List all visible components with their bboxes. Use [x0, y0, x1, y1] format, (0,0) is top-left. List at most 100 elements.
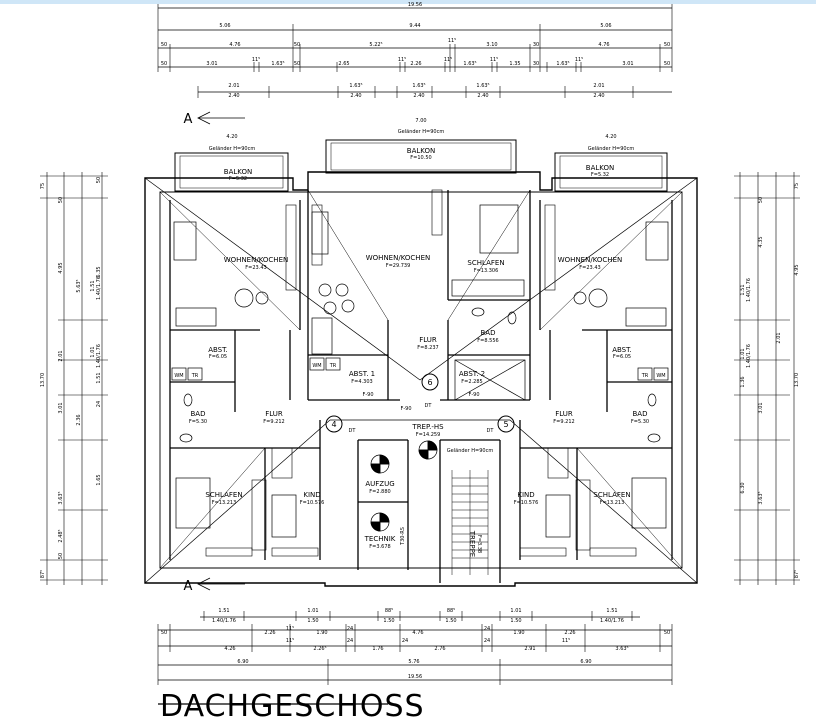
dim-bot-r1-9: 1.50 — [510, 618, 521, 624]
dim-bot-r3-4: 1.76 — [372, 646, 383, 652]
dim-bot-r2-8: 2.26 — [564, 630, 575, 636]
area-flur-mid: F=8.237 — [417, 345, 438, 351]
dim-top-r2-8: 50 — [664, 42, 670, 48]
dim-left-inner-6: 1.51 — [96, 372, 102, 383]
dim-top-r3-2: 11⁵ — [252, 57, 260, 63]
room-wohnen-right: WOHNEN/KOCHEN — [558, 256, 622, 264]
railing-balkon-left: Geländer H=90cm — [209, 146, 256, 152]
dim-top-r3-4: 50 — [294, 61, 300, 67]
dim-top-r2-0: 50 — [161, 42, 167, 48]
dim-right-inner-4: 2.01 — [776, 332, 782, 343]
dim-top-r2-7: 4.76 — [598, 42, 609, 48]
room-wohnen-left: WOHNEN/KOCHEN — [224, 256, 288, 264]
area-kind-right: F=10.576 — [514, 500, 539, 506]
dim-top-r3-6: 11⁵ — [398, 57, 406, 63]
dim-bot-r2-5: 4.76 — [412, 630, 423, 636]
dim-left-inner-9: 1.65 — [96, 474, 102, 485]
dim-right-inner-3: 1.40/1.76 — [746, 278, 752, 302]
room-aufzug: AUFZUG — [365, 480, 394, 488]
dim-bot-r1-7: 1.50 — [445, 618, 456, 624]
dim-bot-r4-0: 6.90 — [237, 659, 248, 665]
room-flur-right: FLUR — [555, 410, 573, 418]
dim-left-outer-3: 50 — [58, 553, 64, 559]
dim-left-outer-2: 13.70 — [40, 373, 46, 387]
dim-top-r3-12: 30 — [533, 61, 539, 67]
dim-top-r3-13: 1.63⁵ — [556, 61, 569, 67]
dim-top-r3-14: 11⁵ — [575, 57, 583, 63]
dim-bot-r3-5: 24 — [402, 638, 408, 644]
dim-right-outer-2: 13.70 — [794, 373, 800, 387]
area-abst2: F=2.285 — [461, 379, 482, 385]
dim-left-inner-8: 2.36 — [76, 414, 82, 425]
dim-bot-r2-6: 24 — [484, 626, 490, 632]
railing-balkon-right: Geländer H=90cm — [588, 146, 635, 152]
dim-bot-r3-10: 3.63⁵ — [615, 646, 628, 652]
room-balkon-right: BALKON — [586, 164, 614, 172]
area-abst-right: F=6.05 — [613, 354, 631, 360]
dim-left-inner-7: 24 — [96, 401, 102, 407]
dim-left-inner-3: 1.40/1.76 — [96, 276, 102, 300]
bottom-dimension-lines — [157, 611, 673, 685]
room-balkon-left: BALKON — [224, 168, 252, 176]
dim-bot-r2-4: 24 — [347, 626, 353, 632]
fixture-dt-left: DT — [349, 428, 357, 434]
room-bad-left: BAD — [191, 410, 206, 418]
dim-left-mid-0: 50 — [58, 197, 64, 203]
fixture-f90-1: F-90 — [362, 392, 373, 398]
area-balkon-right: F=5.32 — [591, 172, 609, 178]
fixture-t30: T30-RS — [400, 527, 406, 546]
interior-walls — [169, 190, 673, 583]
dim-bot-r1-5: 1.50 — [383, 618, 394, 624]
dim-left-mid-4: 3.63⁵ — [58, 491, 64, 504]
dim-top-r2-5: 3.10 — [486, 42, 497, 48]
area-abst1: F=4.303 — [351, 379, 372, 385]
unit-marker-6-label: 6 — [427, 378, 432, 387]
fixture-tr-right: TR — [641, 373, 649, 379]
fixture-wm-left: WM — [174, 373, 183, 379]
area-wohnen-left: F=23.43 — [245, 265, 266, 271]
dim-bot-r3-3: 24 — [347, 638, 353, 644]
room-schlafen-left: SCHLAFEN — [205, 491, 242, 499]
dim-bot-r1-3: 1.50 — [307, 618, 318, 624]
dim-bot-r2-0: 50 — [161, 630, 167, 636]
dim-top-r2-3: 5.22⁵ — [369, 42, 382, 48]
area-schlafen-left: F=13.213 — [212, 500, 237, 506]
top-dimension-lines — [157, 4, 673, 98]
dim-top-r3-1: 3.01 — [206, 61, 217, 67]
dim-top-r3-15: 3.01 — [622, 61, 633, 67]
unit-marker-5 — [497, 415, 515, 433]
room-technik: TECHNIK — [364, 535, 396, 543]
dim-top-r4-3: 2.40 — [350, 93, 361, 99]
dim-top-r3-0: 50 — [161, 61, 167, 67]
dim-bot-r2-2: 11⁵ — [286, 626, 294, 632]
dim-left-inner-0: 50 — [96, 177, 102, 183]
dim-bot-r3-9: 11⁵ — [562, 638, 570, 644]
room-abst-right: ABST. — [612, 346, 632, 354]
dim-left-outer-0: 75 — [40, 183, 46, 189]
dim-right-outer-1: 4.95 — [794, 264, 800, 275]
dim-right-inner-1: 4.35 — [758, 236, 764, 247]
area-balkon-left: F=5.32 — [229, 176, 247, 182]
area-flur-left: F=9.212 — [263, 419, 284, 425]
dim-bot-r1-11: 1.40/1.76 — [600, 618, 624, 624]
dim-bot-total: 19.56 — [408, 674, 422, 680]
dim-top-total: 19.56 — [408, 2, 422, 8]
fixture-wm-mid: WM — [312, 363, 321, 369]
dim-bot-r3-8: 2.91 — [524, 646, 535, 652]
room-trep-hs: TREP.-HS — [411, 423, 444, 431]
dim-left-mid-5: 2.48⁵ — [58, 529, 64, 542]
dim-top-r2-1: 4.76 — [229, 42, 240, 48]
railing-trep-hs: Geländer H=90cm — [447, 448, 494, 454]
shaft-symbols — [370, 440, 438, 532]
dim-top-r3-11: 1.35 — [509, 61, 520, 67]
room-treppe: TREPPE — [468, 530, 476, 557]
section-marker-top: A — [184, 112, 193, 127]
balconies — [174, 139, 668, 192]
side-dimension-lines — [40, 172, 800, 585]
dim-top-r4-5: 2.40 — [413, 93, 424, 99]
fixture-tr-mid: TR — [329, 363, 337, 369]
area-kind-left: F=10.576 — [300, 500, 325, 506]
dim-top-r4-6: 1.63⁵ — [476, 83, 489, 89]
dim-bot-r3-2: 2.26⁵ — [313, 646, 326, 652]
